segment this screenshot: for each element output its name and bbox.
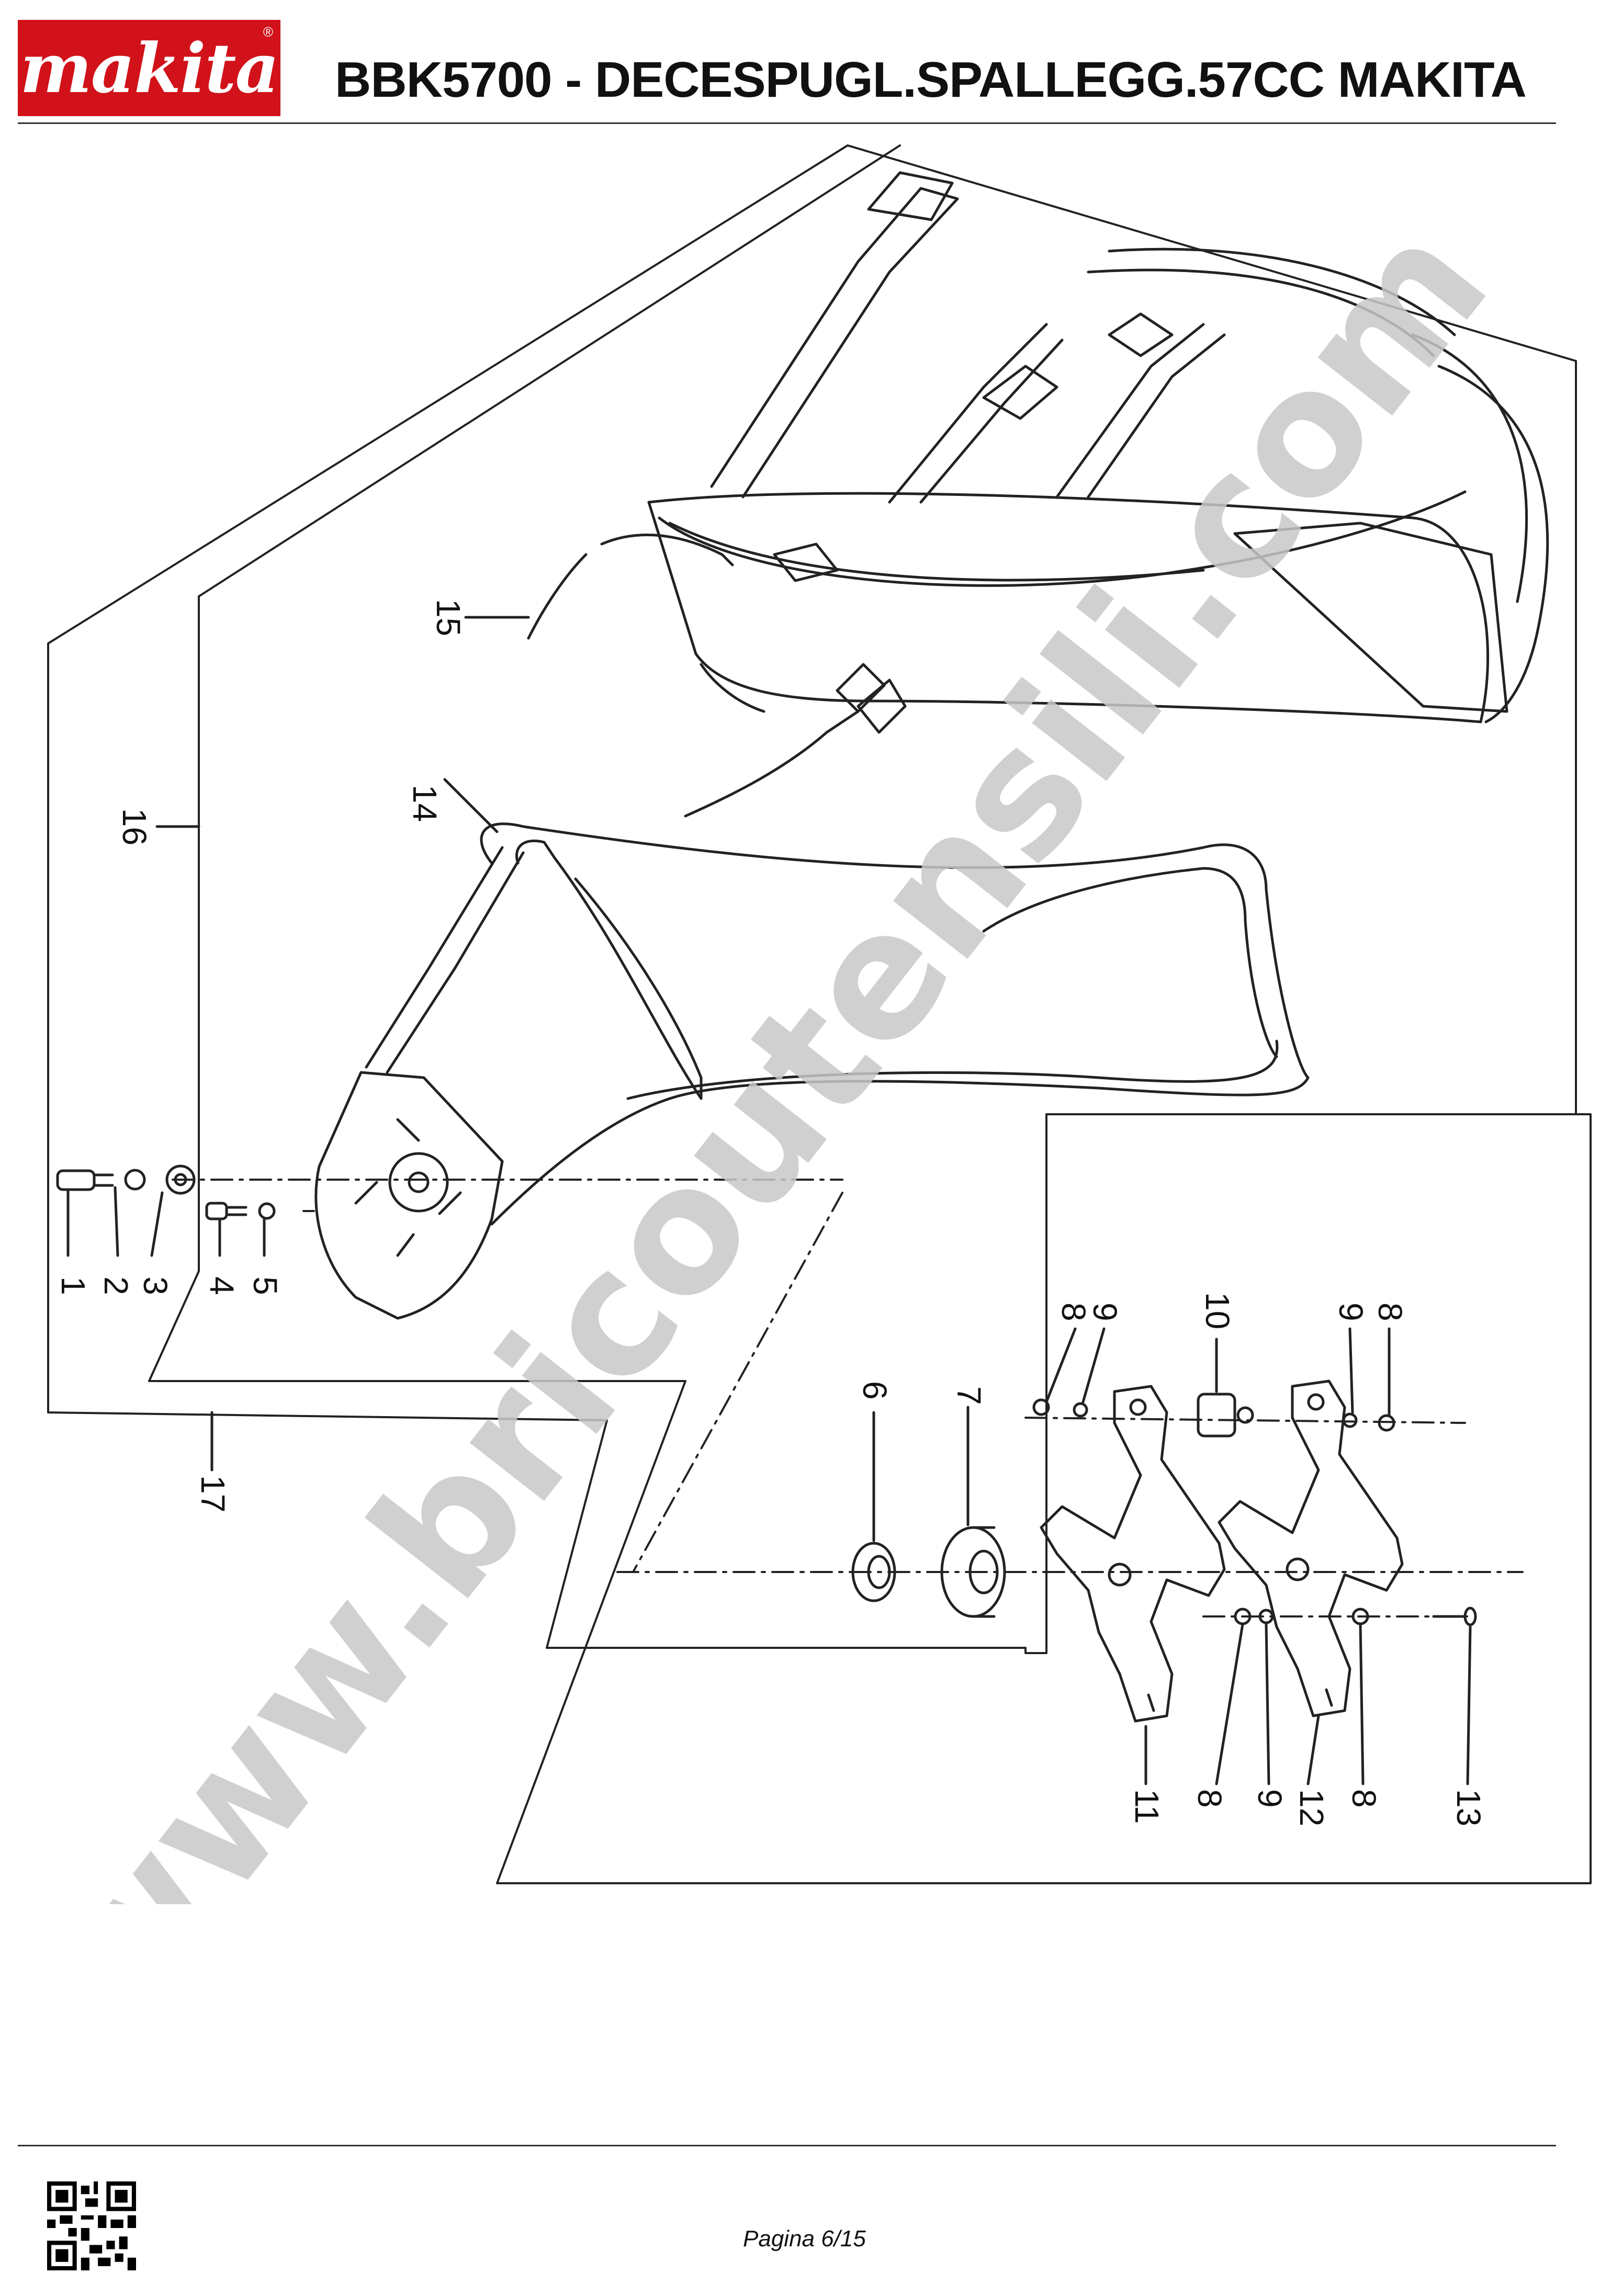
- callout-9a: 9: [1086, 1303, 1124, 1321]
- callout-8b: 8: [1371, 1303, 1409, 1321]
- header-divider: [18, 122, 1556, 124]
- callout-1: 1: [54, 1276, 92, 1295]
- qr-code-icon: [47, 2181, 136, 2270]
- callout-11: 11: [1128, 1789, 1166, 1824]
- bearing-part-6: [851, 1542, 896, 1602]
- callout-8d: 8: [1345, 1789, 1383, 1808]
- group-outline-17: [47, 144, 1577, 1654]
- bracket-part-11: [1040, 1385, 1226, 1723]
- bracket-part-12: [1218, 1379, 1404, 1717]
- frame-part-14: [314, 822, 1310, 1320]
- brand-name: makita: [20, 28, 279, 108]
- callout-14: 14: [406, 785, 444, 822]
- callout-17: 17: [194, 1475, 232, 1512]
- damper-part-10: [1197, 1393, 1254, 1438]
- callout-8c: 8: [1191, 1789, 1229, 1808]
- washer-part-2: [124, 1169, 146, 1191]
- washer-part-9c: [1258, 1609, 1274, 1624]
- callout-13: 13: [1450, 1789, 1488, 1826]
- harness-part-15: [527, 171, 1549, 818]
- callout-10: 10: [1199, 1292, 1236, 1329]
- washer-part-5: [258, 1202, 276, 1220]
- callout-9c: 9: [1251, 1789, 1289, 1808]
- callout-4: 4: [203, 1276, 241, 1295]
- registered-mark: ®: [263, 24, 273, 40]
- callout-6: 6: [856, 1381, 894, 1400]
- bushing-part-7: [940, 1526, 1006, 1618]
- washer-part-9b: [1342, 1412, 1358, 1428]
- exploded-parts-diagram: www.bricoutensili.com 1 2 3 4 5 6 7 8 9 …: [5, 144, 1592, 1904]
- callout-7: 7: [950, 1386, 988, 1405]
- callout-2: 2: [97, 1276, 135, 1295]
- callout-9b: 9: [1332, 1303, 1370, 1321]
- group-outline-16: [148, 144, 1592, 1884]
- leader-14: [443, 778, 499, 833]
- page-number: Pagina 6/15: [743, 2226, 866, 2252]
- washer-part-3: [165, 1164, 196, 1195]
- callout-16: 16: [116, 808, 153, 845]
- callout-3: 3: [137, 1276, 174, 1295]
- callout-5: 5: [246, 1276, 284, 1295]
- nut-part-8a: [1032, 1398, 1050, 1416]
- callout-15: 15: [430, 599, 467, 636]
- page-title: BBK5700 - DECESPUGL.SPALLEGG.57CC MAKITA: [335, 52, 1527, 108]
- callout-12: 12: [1293, 1789, 1331, 1826]
- washer-part-9a: [1073, 1402, 1088, 1418]
- callout-8a: 8: [1055, 1303, 1092, 1321]
- screw-part-4: [205, 1202, 247, 1220]
- screw-part-1: [56, 1169, 114, 1191]
- screw-part-13: [1432, 1607, 1477, 1626]
- watermark-text: www.bricoutensili.com: [5, 187, 1526, 1904]
- footer-divider: [18, 2145, 1556, 2146]
- nut-part-8b: [1378, 1414, 1395, 1432]
- makita-logo: makita ®: [18, 20, 280, 116]
